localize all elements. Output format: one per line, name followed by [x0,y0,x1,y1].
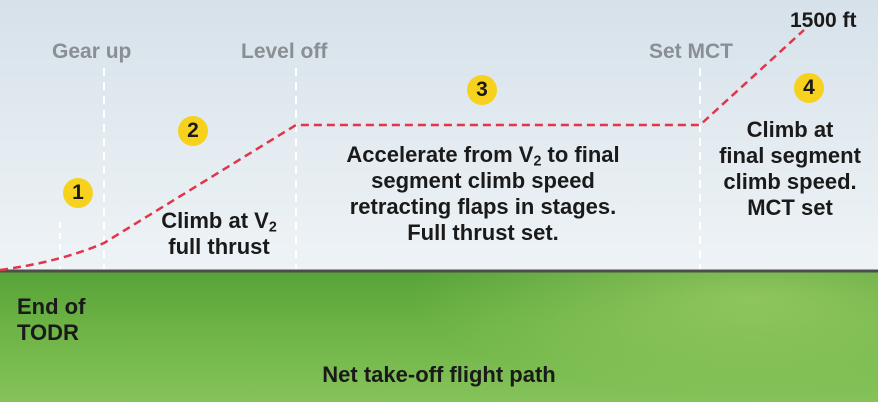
segment-4-line-1: Climb at [746,117,834,142]
sky-background [0,0,878,272]
segment-2-badge: 2 [178,116,208,146]
segment-4-line-4: MCT set [747,194,833,220]
end-of-todr-label: End of TODR [17,294,85,346]
end-of-todr-line-1: End of [17,294,86,319]
segment-3-line-3: retracting flaps in stages. [349,193,617,219]
ground-highlight [380,272,878,402]
segment-3-badge: 3 [467,75,497,105]
segment-3-text: Accelerate from V2 to final segment clim… [318,142,648,246]
segment-2-line-1: Climb at V2 [161,208,277,236]
segment-2-text: Climb at V2 full thrust [148,208,290,260]
level-off-label: Level off [241,40,328,63]
gear-up-label: Gear up [52,40,132,63]
segment-2-line-2: full thrust [168,233,270,259]
segment-4-line-3: climb speed. [723,168,857,194]
segment-1-badge: 1 [63,178,93,208]
segment-3-line-2: segment climb speed [371,167,595,193]
set-mct-label: Set MCT [649,40,733,63]
segment-3-line-4: Full thrust set. [407,219,559,245]
segment-4-text: Climb at final segment climb speed. MCT … [704,117,876,221]
segment-4-line-2: final segment [719,142,861,168]
end-of-todr-line-2: TODR [17,319,79,345]
segment-3-line-1: Accelerate from V2 to final [346,142,620,170]
altitude-label: 1500 ft [790,9,857,32]
footer-title: Net take-off flight path [322,362,556,387]
segment-4-badge: 4 [794,73,824,103]
flight-path-line [0,29,805,272]
